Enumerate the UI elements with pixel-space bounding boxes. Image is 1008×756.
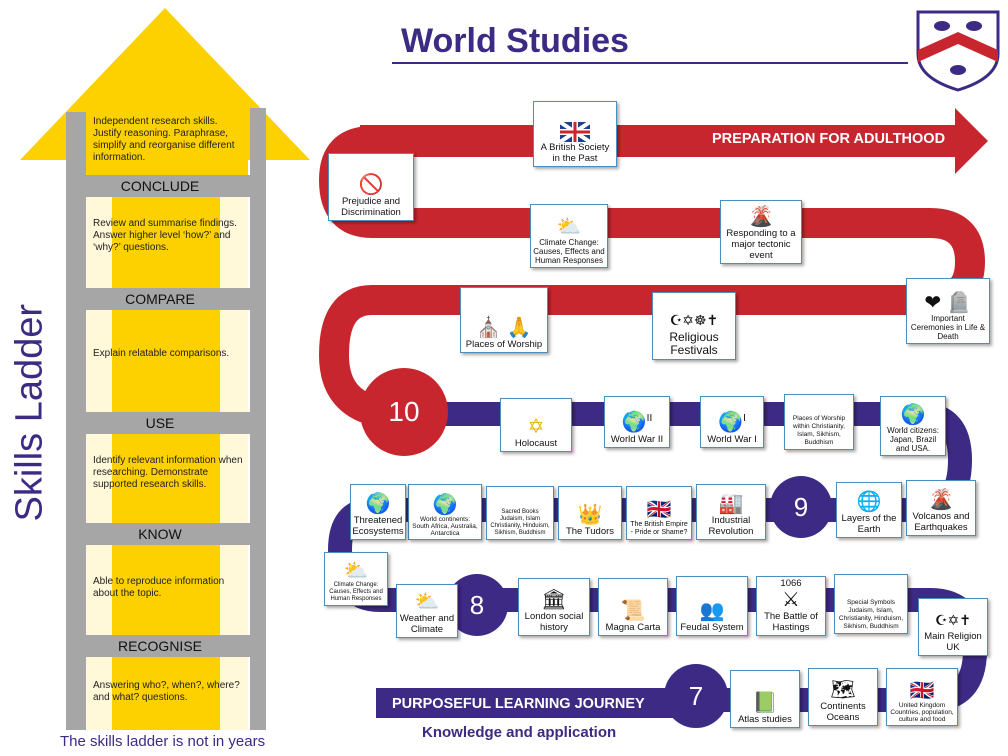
topic-card: Sacred Books Judaism, Islam Christianity… bbox=[486, 486, 554, 540]
topic-card: ☪✡☸✝ Religious Festivals bbox=[652, 292, 736, 360]
topic-card: ⛅ Climate Change: Causes, Effects and Hu… bbox=[530, 204, 608, 268]
rung-know: KNOW bbox=[70, 523, 250, 545]
faith-symbols-icon: ☪✡✝ bbox=[934, 612, 971, 628]
scroll-icon: 📜 bbox=[620, 600, 646, 622]
topic-card: 🌍 World citizens: Japan, Brazil and USA. bbox=[880, 396, 946, 456]
topic-card: 🌋 Volcanos and Earthquakes bbox=[906, 480, 976, 536]
year-10-badge: 10 bbox=[360, 368, 448, 456]
use-description: Explain relatable comparisons. bbox=[93, 348, 230, 359]
title-rule bbox=[392, 62, 908, 64]
factory-icon: 🏭 bbox=[718, 493, 744, 515]
conclude-description: Independent research skills. Justify rea… bbox=[93, 116, 235, 163]
topic-card: 📗 Atlas studies bbox=[730, 670, 800, 728]
faith-symbols-icon: ☪✡☸✝ bbox=[669, 312, 719, 328]
topic-card: ❤ 🪦 Important Ceremonies in Life & Death bbox=[906, 278, 990, 344]
topic-card: 🌍I World War I bbox=[700, 396, 764, 448]
uk-map-icon: 🇬🇧 bbox=[909, 680, 935, 702]
people-icon: 👥 bbox=[699, 600, 725, 622]
year-1066-label: 1066 bbox=[780, 578, 802, 589]
topic-card: 🌍 Threatened Ecosystems bbox=[350, 484, 406, 540]
weather-icon: ⛅ bbox=[343, 560, 369, 582]
prejudice-icon: 🚫 bbox=[358, 174, 384, 196]
topic-card: Places of Worship within Christianity, I… bbox=[784, 394, 854, 450]
earth-layers-icon: 🌐 bbox=[856, 491, 882, 513]
topic-card: 🌋 Responding to a major tectonic event bbox=[720, 200, 802, 264]
footnote: The skills ladder is not in years bbox=[60, 733, 266, 750]
volcano-icon: 🌋 bbox=[928, 489, 954, 511]
rung-use: USE bbox=[70, 412, 250, 434]
topic-card: ⛪ 🙏 Places of Worship bbox=[460, 287, 548, 353]
recognise-description: Able to reproduce information about the … bbox=[93, 576, 225, 599]
year-7-badge: 7 bbox=[664, 664, 728, 728]
star-of-david-icon: ✡ bbox=[527, 416, 545, 438]
globe-icon: 🌍I bbox=[718, 412, 746, 434]
rung-recognise: RECOGNISE bbox=[70, 635, 250, 657]
rung-compare: COMPARE bbox=[70, 288, 250, 310]
page-title: World Studies bbox=[401, 22, 629, 60]
tudor-king-icon: 👑 bbox=[577, 504, 603, 526]
topic-card: ☪✡✝ Main Religion UK bbox=[918, 598, 988, 656]
weather-icon: ⛅ bbox=[414, 591, 440, 613]
topic-card: 🇬🇧 The British Empire - Pride or Shame? bbox=[626, 486, 692, 540]
ceremony-icon: ❤ 🪦 bbox=[924, 292, 972, 314]
topic-card: 🚫 Prejudice and Discrimination bbox=[328, 153, 414, 221]
world-map-icon: 🗺 bbox=[830, 679, 856, 701]
know-description: Identify relevant information when resea… bbox=[93, 455, 243, 490]
base-description: Answering who?, when?, where? and what? … bbox=[93, 680, 240, 703]
volcano-icon: 🌋 bbox=[748, 206, 774, 228]
worship-icon: ⛪ 🙏 bbox=[476, 317, 532, 339]
rung-conclude: CONCLUDE bbox=[70, 175, 250, 197]
topic-card: 👥 Feudal System bbox=[676, 576, 748, 636]
atlas-icon: 📗 bbox=[752, 692, 778, 714]
topic-card: ⛅ Climate Change: Causes, Effects and Hu… bbox=[324, 552, 388, 606]
topic-card: 🇬🇧 United Kingdom Countries, population,… bbox=[886, 668, 958, 726]
topic-card: 🏛 London social history bbox=[518, 578, 590, 636]
topic-card: Special Symbols Judaism, Islam, Christia… bbox=[834, 574, 908, 634]
flag-icon: 🇬🇧 bbox=[646, 499, 672, 521]
topic-card: 🌐 Layers of the Earth bbox=[836, 482, 902, 538]
topic-card: 📜 Magna Carta bbox=[598, 578, 668, 636]
topic-card: 🌍 World continents: South Africa, Austra… bbox=[408, 484, 482, 540]
topic-card: ✡ Holocaust bbox=[500, 398, 572, 452]
globe-icon: 🌍 bbox=[432, 494, 458, 516]
topic-card: 🌍II World War II bbox=[604, 396, 670, 448]
union-flag-icon bbox=[560, 122, 590, 142]
parliament-icon: 🏛 bbox=[541, 589, 567, 611]
globe-icon: 🌍 bbox=[365, 493, 391, 515]
battle-icon: ⚔ bbox=[782, 589, 800, 611]
topic-card: 🏭 Industrial Revolution bbox=[696, 484, 766, 540]
knowledge-label: Knowledge and application bbox=[422, 724, 617, 741]
topic-card: 👑 The Tudors bbox=[558, 486, 622, 540]
globe-icon: 🌍 bbox=[900, 404, 926, 426]
ladder-rail-right bbox=[250, 108, 266, 730]
topic-card: 1066 ⚔ The Battle of Hastings bbox=[756, 576, 826, 636]
purposeful-label: PURPOSEFUL LEARNING JOURNEY bbox=[392, 696, 645, 712]
topic-card: ⛅ Weather and Climate bbox=[396, 584, 458, 638]
year-9-badge: 9 bbox=[770, 476, 832, 538]
topic-card: A British Society in the Past bbox=[533, 101, 617, 167]
weather-icon: ⛅ bbox=[556, 216, 582, 238]
school-crest-icon bbox=[916, 10, 1000, 92]
compare-description: Review and summarise findings. Answer hi… bbox=[93, 218, 237, 253]
topic-card: 🗺 Continents Oceans bbox=[808, 668, 878, 726]
globe-icon: 🌍II bbox=[621, 412, 653, 434]
preparation-label: PREPARATION FOR ADULTHOOD bbox=[712, 131, 946, 147]
